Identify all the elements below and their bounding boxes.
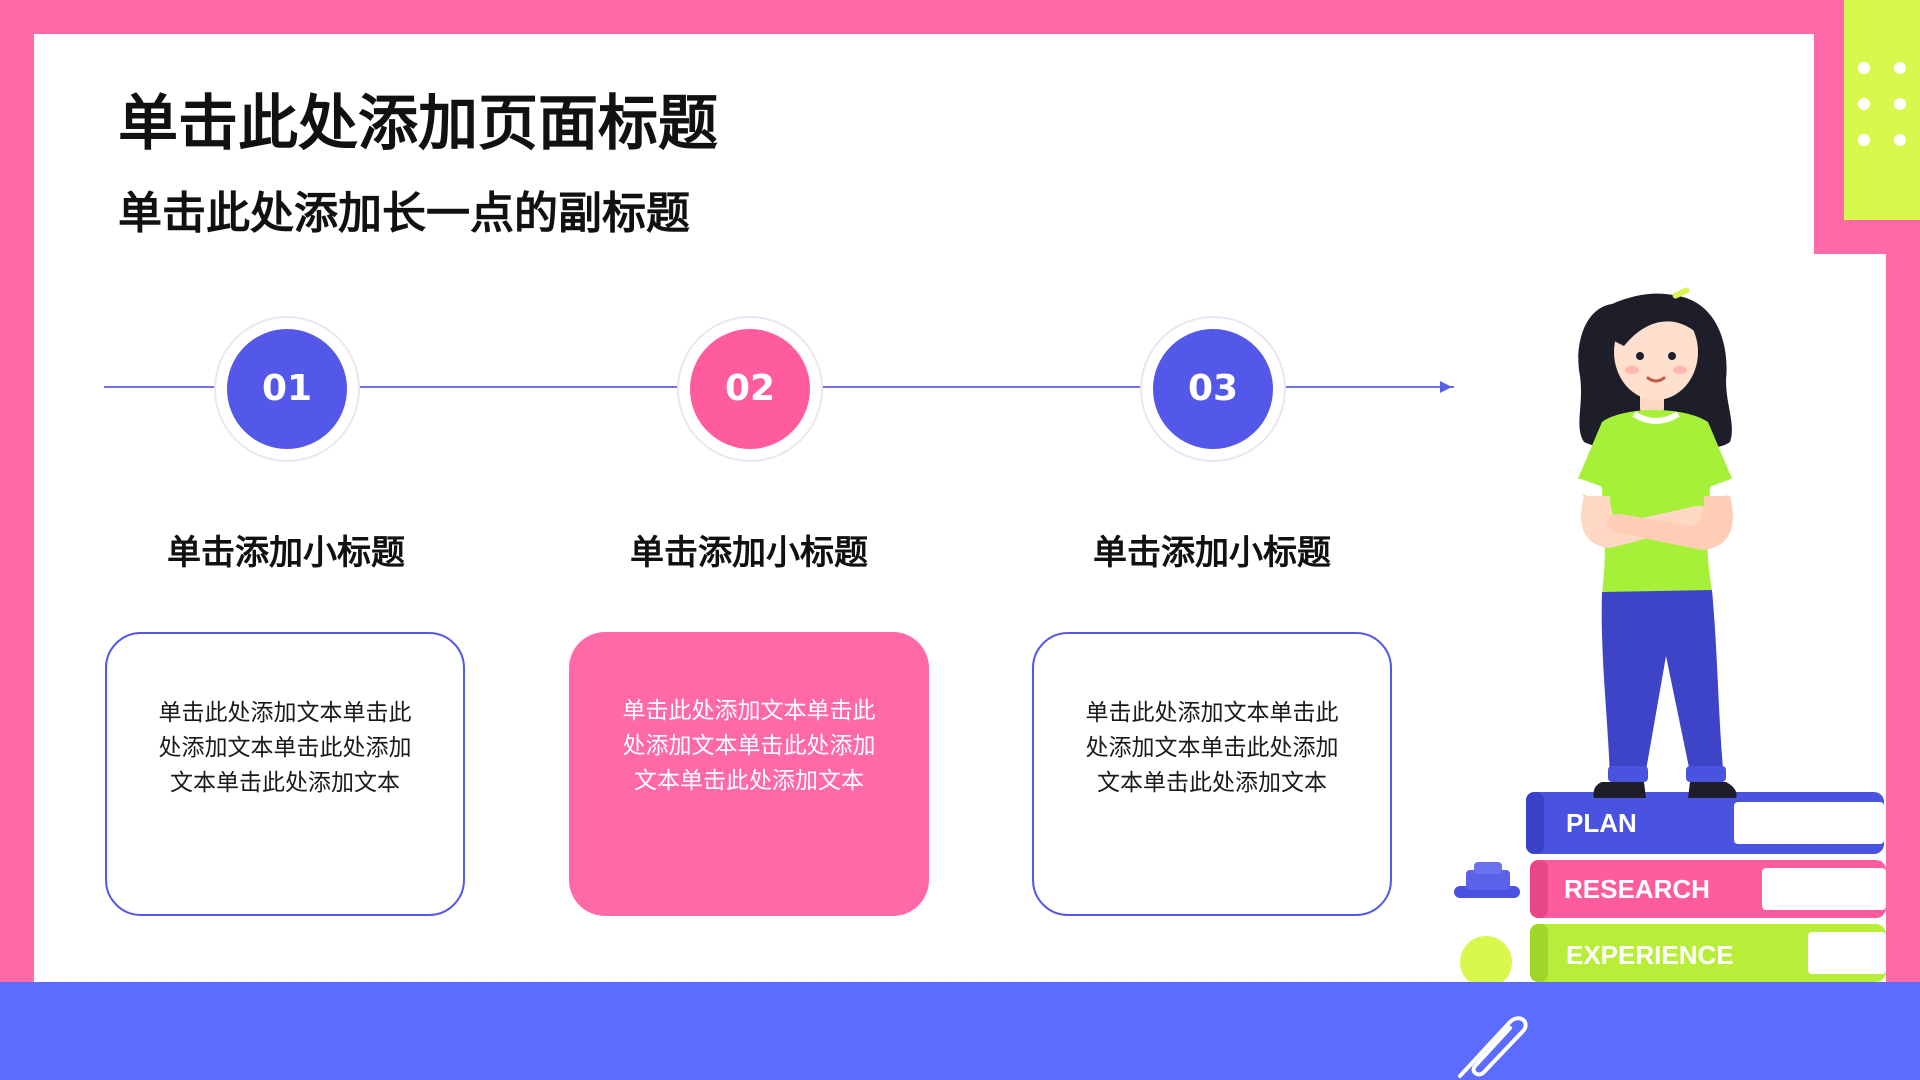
stamp-decoration	[1454, 862, 1520, 898]
step-marker-2: 02	[677, 316, 823, 462]
step-number-2: 02	[690, 329, 810, 449]
book-label-research: RESEARCH	[1564, 874, 1710, 904]
bottom-band	[0, 982, 1920, 1080]
step-body-2[interactable]: 单击此处添加文本单击此处添加文本单击此处添加文本单击此处添加文本	[622, 698, 876, 794]
book-label-experience: EXPERIENCE	[1566, 940, 1734, 970]
illustration-girl-on-books: PLAN RESEARCH EXPERIENCE	[1454, 287, 1886, 982]
page-subtitle[interactable]: 单击此处添加长一点的副标题	[118, 188, 690, 239]
girl-figure	[1573, 287, 1739, 798]
step-card-2[interactable]: 单击此处添加文本单击此处添加文本单击此处添加文本单击此处添加文本	[569, 632, 929, 916]
step-body-1[interactable]: 单击此处添加文本单击此处添加文本单击此处添加文本单击此处添加文本	[158, 700, 412, 796]
step-body-3[interactable]: 单击此处添加文本单击此处添加文本单击此处添加文本单击此处添加文本	[1085, 700, 1339, 796]
lime-ball	[1460, 936, 1512, 982]
step-heading-1[interactable]: 单击添加小标题	[167, 533, 405, 573]
step-heading-2[interactable]: 单击添加小标题	[630, 533, 868, 573]
page-title[interactable]: 单击此处添加页面标题	[118, 89, 718, 159]
step-marker-3: 03	[1140, 316, 1286, 462]
dot-grid-icon	[1858, 62, 1908, 148]
arrow-right-icon	[1440, 381, 1452, 393]
step-card-1[interactable]: 单击此处添加文本单击此处添加文本单击此处添加文本单击此处添加文本	[105, 632, 465, 916]
book-stack: PLAN RESEARCH EXPERIENCE	[1526, 792, 1886, 982]
book-label-plan: PLAN	[1566, 808, 1637, 838]
corner-lime-block	[1844, 0, 1920, 220]
step-number-3: 03	[1153, 329, 1273, 449]
step-number-1: 01	[227, 329, 347, 449]
step-card-3[interactable]: 单击此处添加文本单击此处添加文本单击此处添加文本单击此处添加文本	[1032, 632, 1392, 916]
paperclip-icon	[1458, 1016, 1528, 1078]
step-heading-3[interactable]: 单击添加小标题	[1093, 533, 1331, 573]
step-marker-1: 01	[214, 316, 360, 462]
